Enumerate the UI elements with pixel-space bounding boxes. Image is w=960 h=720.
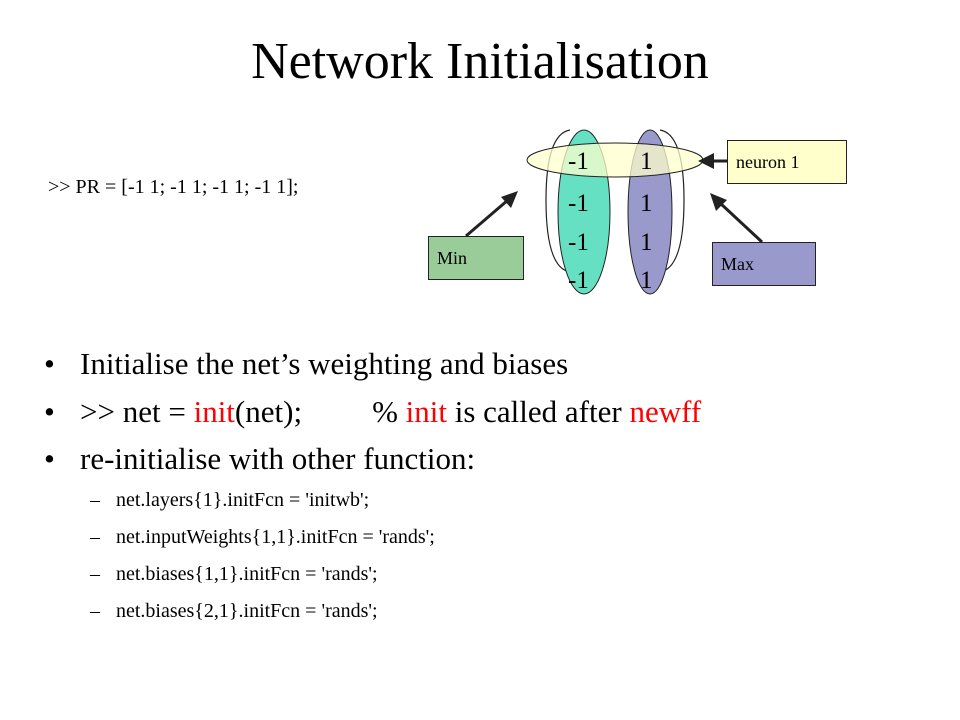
max-arrow-head xyxy=(710,193,727,211)
neuron-row-ellipse xyxy=(526,142,704,178)
comment-init-keyword: init xyxy=(405,393,447,429)
bullet-init-command: >> net = init(net);% init is called afte… xyxy=(44,394,944,430)
matrix-left-bracket xyxy=(545,129,571,273)
matrix-value: -1 xyxy=(568,190,589,217)
sub-bullet-text: net.inputWeights{1,1}.initFcn = 'rands'; xyxy=(116,525,435,548)
sub-bullet: net.inputWeights{1,1}.initFcn = 'rands'; xyxy=(44,526,944,549)
newff-keyword: newff xyxy=(629,393,702,429)
bullet-text: re-initialise with other function: xyxy=(80,441,476,477)
pr-command: >> PR = [-1 1; -1 1; -1 1; -1 1]; xyxy=(48,176,299,198)
matrix-value: -1 xyxy=(568,148,589,175)
command-prefix: >> net = xyxy=(80,393,194,429)
matrix-value: 1 xyxy=(640,229,653,256)
slide-title: Network Initialisation xyxy=(251,33,709,90)
matrix-value: 1 xyxy=(640,148,653,175)
sub-bullet-text: net.biases{2,1}.initFcn = 'rands'; xyxy=(116,599,378,622)
matrix-value: -1 xyxy=(568,267,589,294)
min-arrow-line xyxy=(465,198,509,238)
comment-marker: % xyxy=(372,393,406,429)
min-label-box: Min xyxy=(428,236,524,280)
matrix-value: 1 xyxy=(640,190,653,217)
neuron-label-box: neuron 1 xyxy=(727,140,847,184)
command-args: (net); xyxy=(234,393,303,429)
bullet-initialise: Initialise the net’s weighting and biase… xyxy=(44,346,944,382)
sub-bullet: net.biases{2,1}.initFcn = 'rands'; xyxy=(44,600,944,623)
matrix-right-bracket xyxy=(659,129,685,273)
bullet-text: Initialise the net’s weighting and biase… xyxy=(80,346,569,381)
sub-bullet: net.biases{1,1}.initFcn = 'rands'; xyxy=(44,563,944,586)
min-arrow-head xyxy=(501,191,518,208)
max-label-box: Max xyxy=(712,242,816,286)
matrix-value: 1 xyxy=(640,267,653,294)
comment-text: is called after xyxy=(446,393,630,429)
init-keyword: init xyxy=(193,393,235,429)
matrix-value: -1 xyxy=(568,229,589,256)
neuron-label: neuron 1 xyxy=(736,151,800,172)
max-label: Max xyxy=(721,253,754,274)
sub-bullet: net.layers{1}.initFcn = 'initwb'; xyxy=(44,489,944,512)
min-label: Min xyxy=(437,247,468,268)
bullet-list: Initialise the net’s weighting and biase… xyxy=(44,346,944,623)
neuron-arrow-head xyxy=(698,153,714,169)
bullet-reinitialise: re-initialise with other function: xyxy=(44,441,944,477)
sub-bullet-text: net.layers{1}.initFcn = 'initwb'; xyxy=(116,488,370,511)
max-arrow-line xyxy=(718,201,764,244)
sub-bullet-text: net.biases{1,1}.initFcn = 'rands'; xyxy=(116,562,378,585)
